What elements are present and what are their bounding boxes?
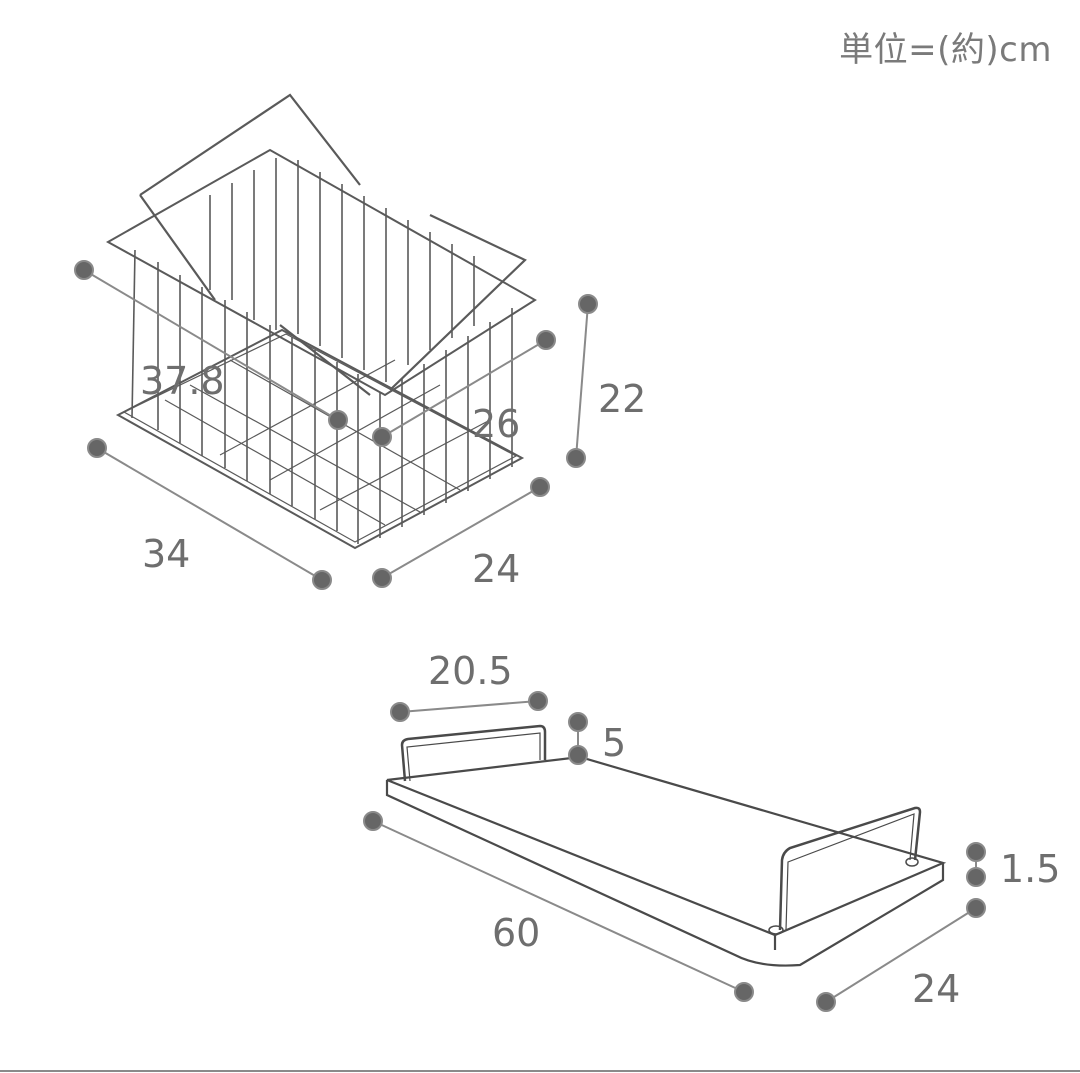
tray-dimensions [363,691,986,1012]
tray-depth-label: 24 [912,967,961,1011]
basket-diagonal-label: 37.8 [140,359,225,403]
tray-handle-height-label: 5 [602,721,627,765]
unit-label: 単位=(約)cm [839,30,1052,70]
basket-height-label: 22 [598,377,647,421]
basket-dimensions [74,260,598,590]
tray-thickness-label: 1.5 [1000,847,1061,891]
tray-handle-width-label: 20.5 [428,649,513,693]
basket-depth-label: 24 [472,547,521,591]
tray-drawing [385,724,947,967]
basket-drawing [105,93,537,550]
tray-length-label: 60 [492,911,541,955]
basket-width-label: 34 [142,532,191,576]
basket-top-depth-label: 26 [472,402,521,446]
bottom-divider [0,1070,1080,1072]
